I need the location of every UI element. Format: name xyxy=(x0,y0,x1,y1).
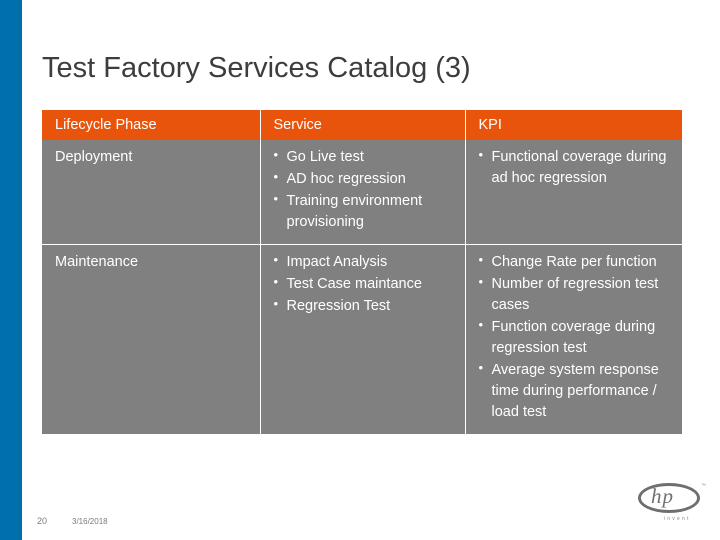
list-item: Test Case maintance xyxy=(274,273,457,295)
list-item: AD hoc regression xyxy=(274,168,457,190)
footer-page-number: 20 xyxy=(37,516,48,526)
table-row: Maintenance Impact Analysis Test Case ma… xyxy=(42,244,682,435)
list-item: Functional coverage during ad hoc regres… xyxy=(479,146,675,189)
list-item: Go Live test xyxy=(274,146,457,168)
hp-logo: hp ™ invent xyxy=(638,483,706,527)
table-header-row: Lifecycle Phase Service KPI xyxy=(42,110,682,140)
cell-service: Impact Analysis Test Case maintance Regr… xyxy=(260,244,466,435)
cell-kpi: Change Rate per function Number of regre… xyxy=(465,244,682,435)
footer-date: 3/16/2018 xyxy=(72,517,108,526)
list-item: Function coverage during regression test xyxy=(479,316,675,359)
service-bullet-list: Impact Analysis Test Case maintance Regr… xyxy=(274,251,457,317)
list-item: Impact Analysis xyxy=(274,251,457,273)
logo-trademark: ™ xyxy=(701,483,706,489)
column-header-kpi: KPI xyxy=(465,110,682,140)
logo-tagline: invent xyxy=(664,516,691,522)
list-item: Number of regression test cases xyxy=(479,273,675,316)
logo-brand-text: hp xyxy=(651,484,674,508)
table-header: Lifecycle Phase Service KPI xyxy=(42,110,682,140)
cell-lifecycle-phase: Deployment xyxy=(42,140,261,246)
table-row: Deployment Go Live test AD hoc regressio… xyxy=(42,140,682,246)
column-header-lifecycle-phase: Lifecycle Phase xyxy=(42,110,261,140)
left-accent-bar xyxy=(0,0,22,540)
list-item: Regression Test xyxy=(274,295,457,317)
services-catalog-table: Lifecycle Phase Service KPI Deployment G… xyxy=(42,110,682,435)
service-bullet-list: Go Live test AD hoc regression Training … xyxy=(274,146,457,233)
list-item: Training environment provisioning xyxy=(274,190,457,233)
list-item: Change Rate per function xyxy=(479,251,675,273)
services-catalog-table-container: Lifecycle Phase Service KPI Deployment G… xyxy=(42,110,682,435)
cell-lifecycle-phase: Maintenance xyxy=(42,244,261,435)
page-title: Test Factory Services Catalog (3) xyxy=(42,52,471,84)
logo-ellipse-icon xyxy=(638,483,700,513)
cell-kpi: Functional coverage during ad hoc regres… xyxy=(465,140,682,246)
list-item: Average system response time during perf… xyxy=(479,359,675,423)
kpi-bullet-list: Functional coverage during ad hoc regres… xyxy=(479,146,675,189)
kpi-bullet-list: Change Rate per function Number of regre… xyxy=(479,251,675,423)
cell-service: Go Live test AD hoc regression Training … xyxy=(260,140,466,246)
column-header-service: Service xyxy=(260,110,466,140)
table-body: Deployment Go Live test AD hoc regressio… xyxy=(42,140,682,435)
